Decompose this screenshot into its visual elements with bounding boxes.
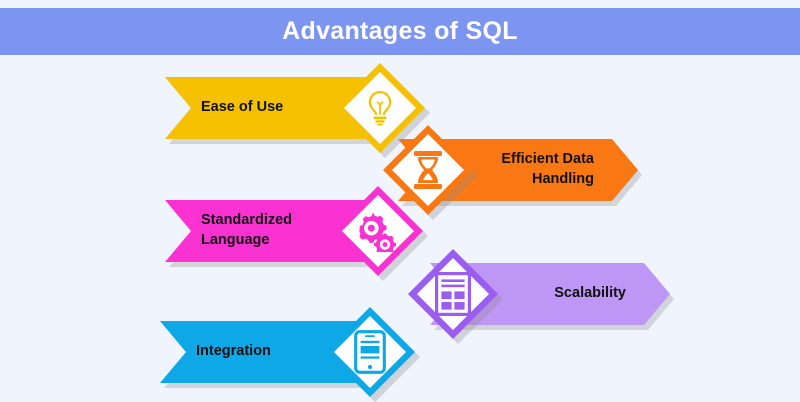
advantage-label: Ease of Use xyxy=(201,99,284,116)
advantage-label: Scalability xyxy=(554,285,626,302)
advantage-icon-badge[interactable] xyxy=(325,307,420,402)
advantage-label: Integration xyxy=(196,343,271,360)
lightbulb-icon xyxy=(335,63,425,153)
advantage-icon-badge[interactable] xyxy=(383,125,478,220)
mobile-device-icon xyxy=(325,307,415,397)
table-grid-icon xyxy=(408,249,498,339)
gears-icon xyxy=(333,186,423,276)
advantage-label-line-1: Efficient Data xyxy=(501,151,594,168)
advantage-label-line-1: Standardized xyxy=(201,212,293,229)
advantage-row: Scalability xyxy=(0,248,800,344)
advantage-label-line-2: Handling xyxy=(531,171,594,187)
hourglass-icon xyxy=(383,125,473,215)
advantage-icon-badge[interactable] xyxy=(408,249,503,344)
header-banner: Advantages of SQL xyxy=(0,8,800,55)
page-title: Advantages of SQL xyxy=(282,17,518,45)
advantage-row: Integration xyxy=(0,306,800,402)
advantage-label-line-2: Language xyxy=(201,232,270,248)
advantage-row: Ease of Use xyxy=(0,62,800,158)
advantage-icon-badge[interactable] xyxy=(335,63,430,158)
advantage-icon-badge[interactable] xyxy=(333,186,428,281)
